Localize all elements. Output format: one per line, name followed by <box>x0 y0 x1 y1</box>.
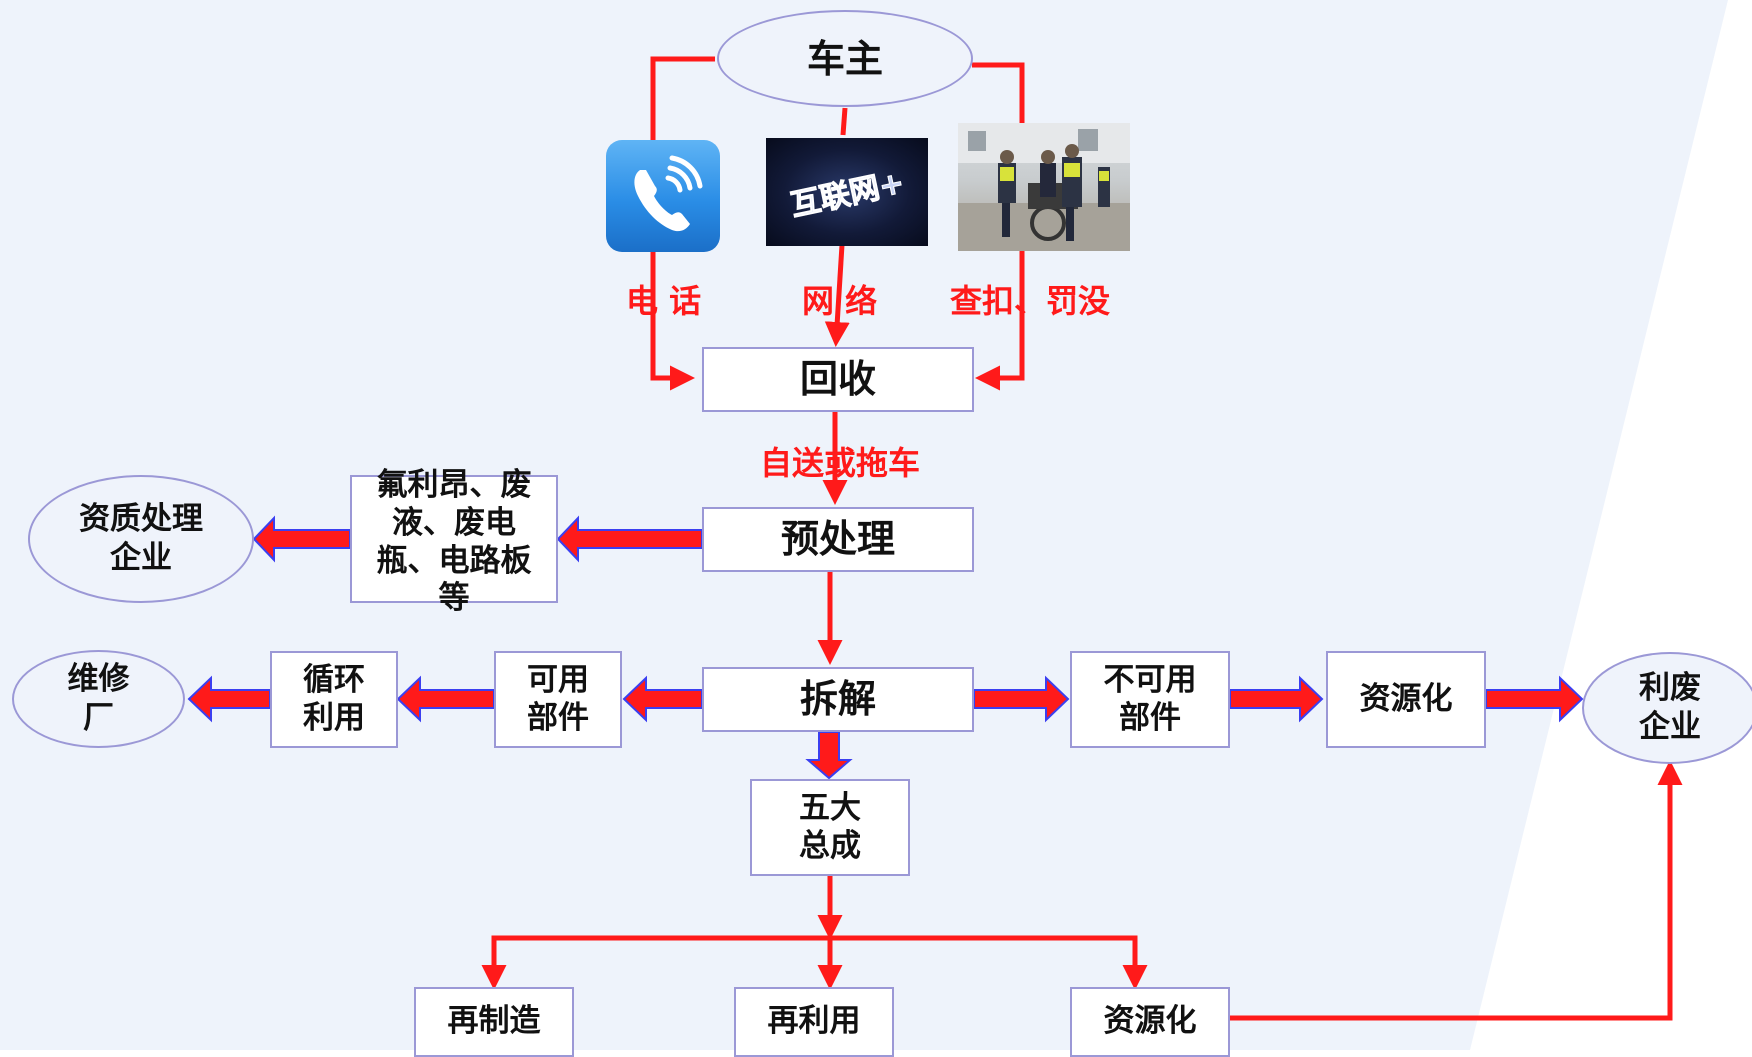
unusable-parts-node: 不可用部件 <box>1070 651 1230 748</box>
recycle-use-node: 循环利用 <box>270 651 398 748</box>
police-motorcycle-photo <box>958 123 1130 251</box>
reuse-node: 再利用 <box>734 987 894 1057</box>
remanufacture-label: 再制造 <box>447 1003 541 1040</box>
background-white-wedge <box>1470 0 1752 1050</box>
resource-bottom-node: 资源化 <box>1070 987 1230 1057</box>
qualified-enterprise-node: 资质处理企业 <box>28 475 254 603</box>
owner-label: 车主 <box>806 35 883 81</box>
reuse-label: 再利用 <box>767 1003 861 1040</box>
unusable-parts-label: 不可用部件 <box>1103 661 1197 736</box>
qualified-enterprise-label: 资质处理企业 <box>79 501 203 576</box>
five-assemblies-node: 五大总成 <box>750 779 910 876</box>
usable-parts-label: 可用部件 <box>527 661 589 736</box>
dismantle-label: 拆解 <box>799 676 876 722</box>
phone-label: 电 话 <box>626 282 702 320</box>
five-assemblies-label: 五大总成 <box>799 789 861 864</box>
recycle-label: 回收 <box>799 356 876 402</box>
resource-right-node: 资源化 <box>1326 651 1486 748</box>
hazardous-label: 氟利昂、废液、废电瓶、电路板等 <box>376 467 532 617</box>
internet-plus-banner: 互联网+ <box>766 138 928 246</box>
repair-shop-node: 维修厂 <box>12 650 185 748</box>
preprocess-node: 预处理 <box>702 507 974 572</box>
usable-parts-node: 可用部件 <box>494 651 622 748</box>
preprocess-label: 预处理 <box>780 516 895 562</box>
remanufacture-node: 再制造 <box>414 987 574 1057</box>
resource-right-label: 资源化 <box>1359 680 1453 717</box>
transport-label: 自送或拖车 <box>760 444 921 482</box>
waste-enterprise-node: 利废企业 <box>1582 652 1752 764</box>
owner-connectors <box>481 56 1683 1021</box>
internet-plus-text: 互联网+ <box>788 165 908 223</box>
phone-icon <box>606 140 720 252</box>
network-label: 网 络 <box>802 282 878 320</box>
recycle-node: 回收 <box>702 347 974 412</box>
owner-node: 车主 <box>717 10 973 107</box>
dismantle-node: 拆解 <box>702 667 974 732</box>
block-arrows <box>187 515 1584 780</box>
seize-label: 查扣、罚没 <box>950 282 1111 320</box>
repair-shop-label: 维修厂 <box>67 661 130 736</box>
waste-enterprise-label: 利废企业 <box>1639 670 1701 745</box>
resource-bottom-label: 资源化 <box>1103 1003 1197 1040</box>
recycle-use-label: 循环利用 <box>303 661 365 736</box>
hazardous-node: 氟利昂、废液、废电瓶、电路板等 <box>350 467 558 616</box>
